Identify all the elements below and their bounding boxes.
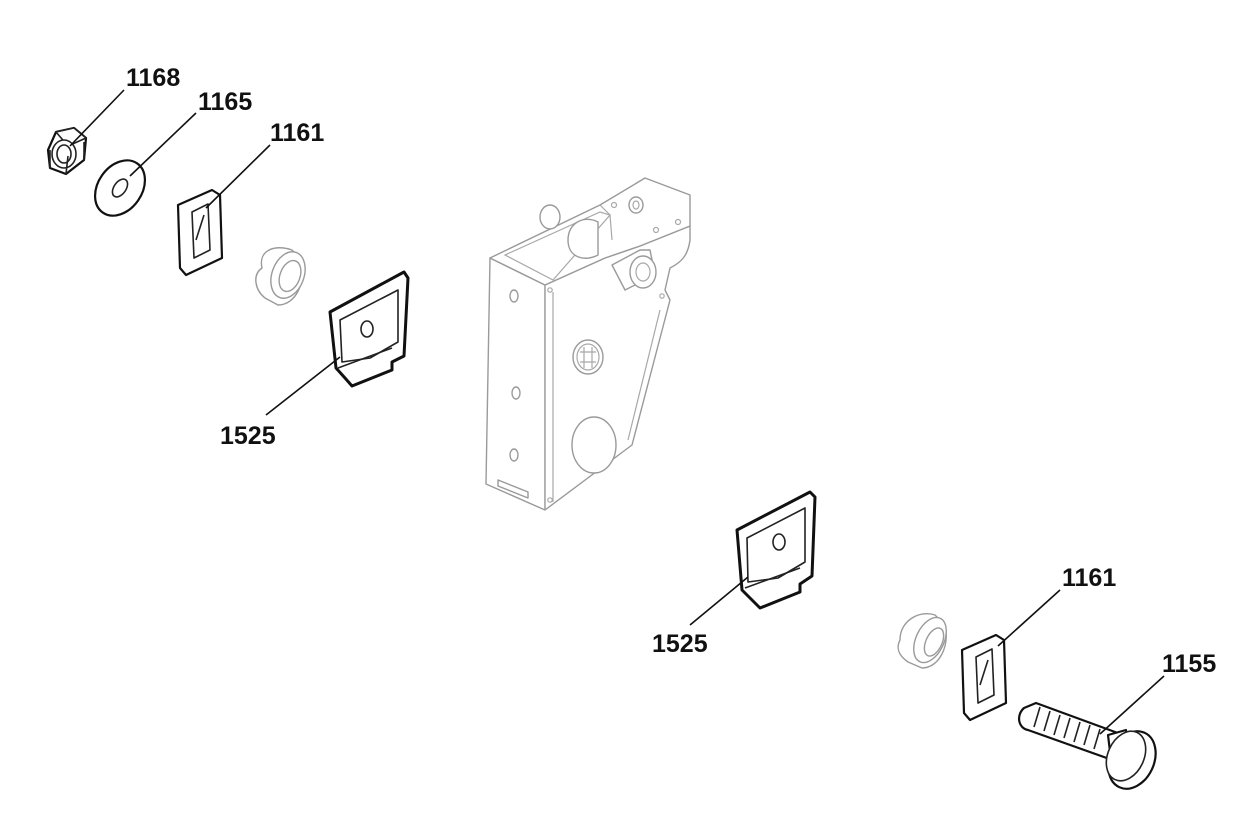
bracket-housing [485, 177, 691, 511]
slotted-plate-bottom-part [960, 633, 1008, 722]
leader-plate-top [205, 144, 271, 209]
carriage-bolt-part [1018, 701, 1157, 790]
bushing-top-part [255, 247, 306, 306]
clip-top-part [328, 270, 410, 388]
leader-plate-bottom [997, 589, 1061, 647]
leader-clip-top [265, 356, 341, 416]
callout-nut: 1168 [126, 64, 180, 92]
leader-clip-bottom [689, 576, 749, 626]
leader-nut [69, 89, 125, 147]
clip-bottom-part [735, 490, 817, 610]
callout-clip-top: 1525 [220, 422, 276, 450]
slotted-plate-top-part [176, 188, 224, 277]
leader-lines [69, 89, 1165, 735]
callout-plate-top: 1161 [270, 119, 324, 147]
leader-washer [129, 112, 197, 177]
bushing-bottom-part [897, 613, 947, 669]
leader-bolt [1099, 675, 1165, 735]
callout-plate-bottom: 1161 [1062, 564, 1116, 592]
callout-clip-bottom: 1525 [652, 630, 708, 658]
callout-labels: 1168 1165 1161 1525 1525 1161 1155 [126, 64, 1216, 678]
callout-washer: 1165 [198, 88, 252, 116]
callout-bolt: 1155 [1162, 650, 1216, 678]
hex-nut-part [46, 126, 88, 176]
